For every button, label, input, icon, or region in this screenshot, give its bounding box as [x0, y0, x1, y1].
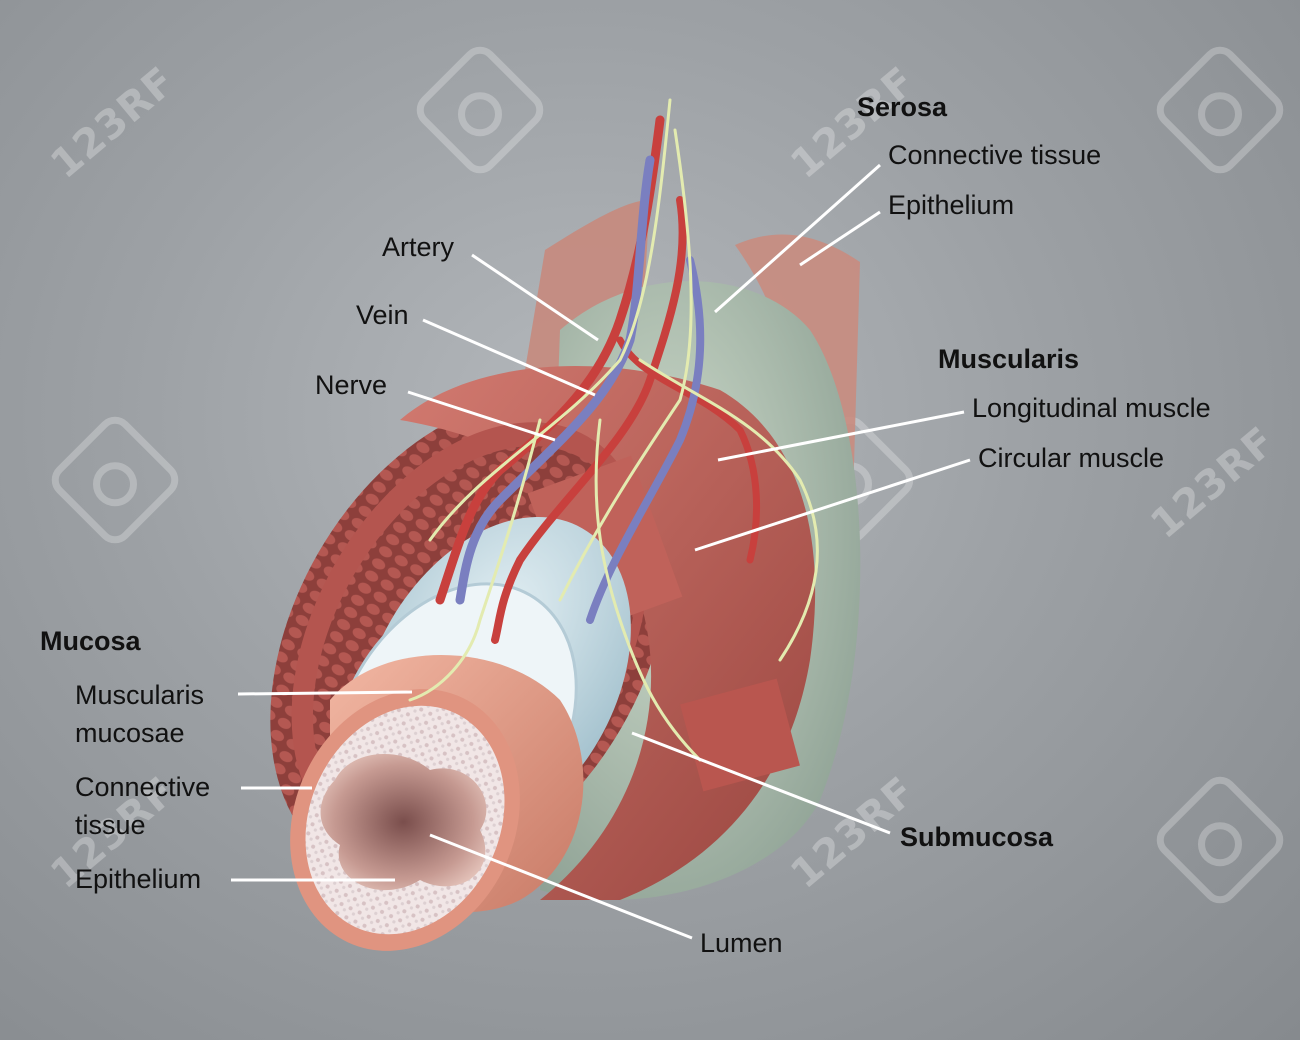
- label-mucosa-connective-line2: tissue: [75, 807, 146, 844]
- label-mucosa-epithelium: Epithelium: [75, 861, 201, 898]
- lumen-opening: [321, 754, 487, 890]
- label-lumen: Lumen: [700, 925, 783, 962]
- label-submucosa: Submucosa: [900, 819, 1053, 856]
- label-artery: Artery: [382, 229, 454, 266]
- label-muscularis: Muscularis: [938, 341, 1079, 378]
- label-serosa-connective-tissue: Connective tissue: [888, 137, 1101, 174]
- label-circular-muscle: Circular muscle: [978, 440, 1164, 477]
- label-muscularis-mucosae-line2: mucosae: [75, 715, 185, 752]
- label-serosa-epithelium: Epithelium: [888, 187, 1014, 224]
- label-muscularis-mucosae-line1: Muscularis: [75, 677, 204, 714]
- label-serosa: Serosa: [857, 89, 947, 126]
- label-vein: Vein: [356, 297, 409, 334]
- label-mucosa-connective-line1: Connective: [75, 769, 210, 806]
- label-mucosa: Mucosa: [40, 623, 141, 660]
- label-nerve: Nerve: [315, 367, 387, 404]
- label-longitudinal-muscle: Longitudinal muscle: [972, 390, 1211, 427]
- leader-muscularis-mucosae: [238, 692, 412, 694]
